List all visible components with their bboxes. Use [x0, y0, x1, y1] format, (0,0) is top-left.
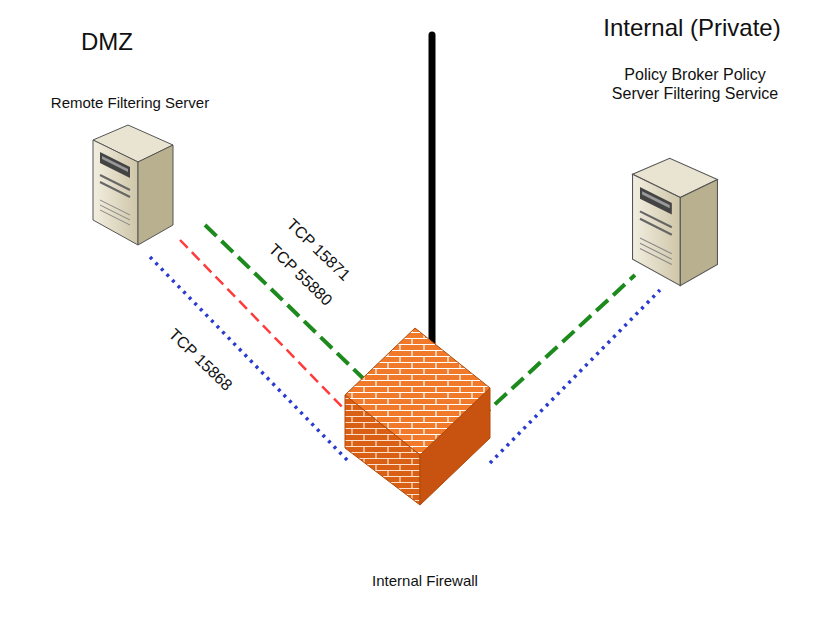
- node-label: Remote Filtering Server: [40, 94, 220, 112]
- connector: [478, 275, 635, 420]
- zone-label: DMZ: [81, 28, 133, 56]
- connector: [205, 225, 370, 385]
- server-node: Policy Broker Policy Server Filtering Se…: [600, 65, 790, 295]
- firewall-node: Internal Firewall: [340, 320, 510, 600]
- server-icon: [615, 153, 735, 291]
- server-icon: [88, 120, 178, 250]
- firewall-icon: [340, 320, 510, 520]
- connector: [490, 290, 660, 463]
- server-node: Remote Filtering Server: [40, 92, 220, 262]
- node-label: Policy Broker Policy Server Filtering Se…: [610, 65, 780, 103]
- zone-label: Internal (Private): [603, 14, 780, 42]
- node-label: Internal Firewall: [340, 572, 510, 590]
- port-label: TCP 15868: [165, 326, 236, 395]
